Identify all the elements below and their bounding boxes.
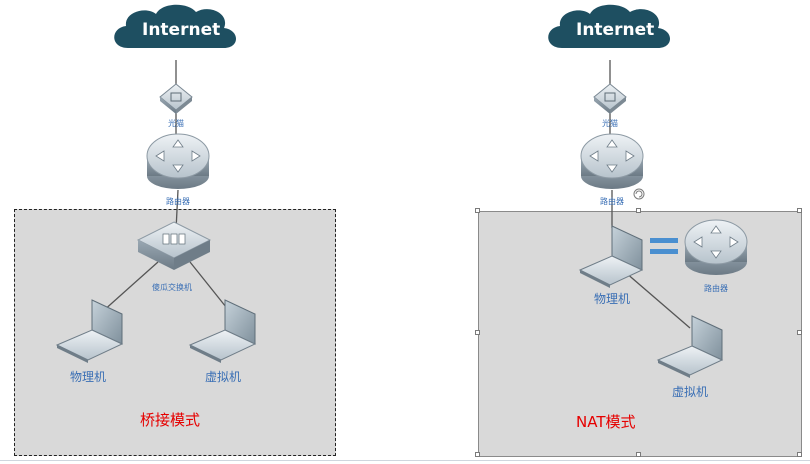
resize-handle-top-center[interactable] xyxy=(636,208,641,213)
router-label: 路由器 xyxy=(704,284,728,293)
router-icon xyxy=(684,219,748,275)
bridge-mode-title: 桥接模式 xyxy=(140,411,201,429)
laptop-icon xyxy=(188,299,257,363)
router-icon xyxy=(580,133,644,189)
internet-label: Internet xyxy=(142,20,221,40)
modem-icon xyxy=(159,83,193,114)
router-label: 路由器 xyxy=(600,197,624,206)
switch-label: 傻瓜交换机 xyxy=(152,283,192,292)
internet-label: Internet xyxy=(576,20,655,40)
virtual-machine-label: 虚拟机 xyxy=(205,370,242,384)
resize-handle-top-right[interactable] xyxy=(797,208,802,213)
resize-handle-top-left[interactable] xyxy=(475,208,480,213)
modem-label: 光猫 xyxy=(168,119,184,128)
resize-handle-middle-left[interactable] xyxy=(475,330,480,335)
nat-mode-title: NAT模式 xyxy=(576,413,636,431)
laptop-icon xyxy=(55,299,124,363)
resize-handle-bottom-left[interactable] xyxy=(475,452,480,457)
physical-machine-label: 物理机 xyxy=(594,292,631,306)
switch-icon xyxy=(136,221,212,270)
modem-icon xyxy=(593,83,627,114)
right-links xyxy=(609,60,691,329)
bottom-divider xyxy=(0,460,810,461)
virtual-machine-label: 虚拟机 xyxy=(672,385,709,399)
resize-handle-bottom-right[interactable] xyxy=(797,452,802,457)
internet-cloud-icon xyxy=(114,4,236,48)
rotate-handle-icon[interactable] xyxy=(633,188,645,200)
modem-label: 光猫 xyxy=(602,119,618,128)
resize-handle-bottom-center[interactable] xyxy=(636,452,641,457)
physical-machine-label: 物理机 xyxy=(70,370,107,384)
laptop-icon xyxy=(656,315,724,378)
resize-handle-middle-right[interactable] xyxy=(797,330,802,335)
laptop-icon xyxy=(578,225,644,288)
router-icon xyxy=(146,133,210,189)
router-label: 路由器 xyxy=(166,197,190,206)
internet-cloud-icon xyxy=(548,4,670,48)
equals-icon xyxy=(650,238,678,254)
